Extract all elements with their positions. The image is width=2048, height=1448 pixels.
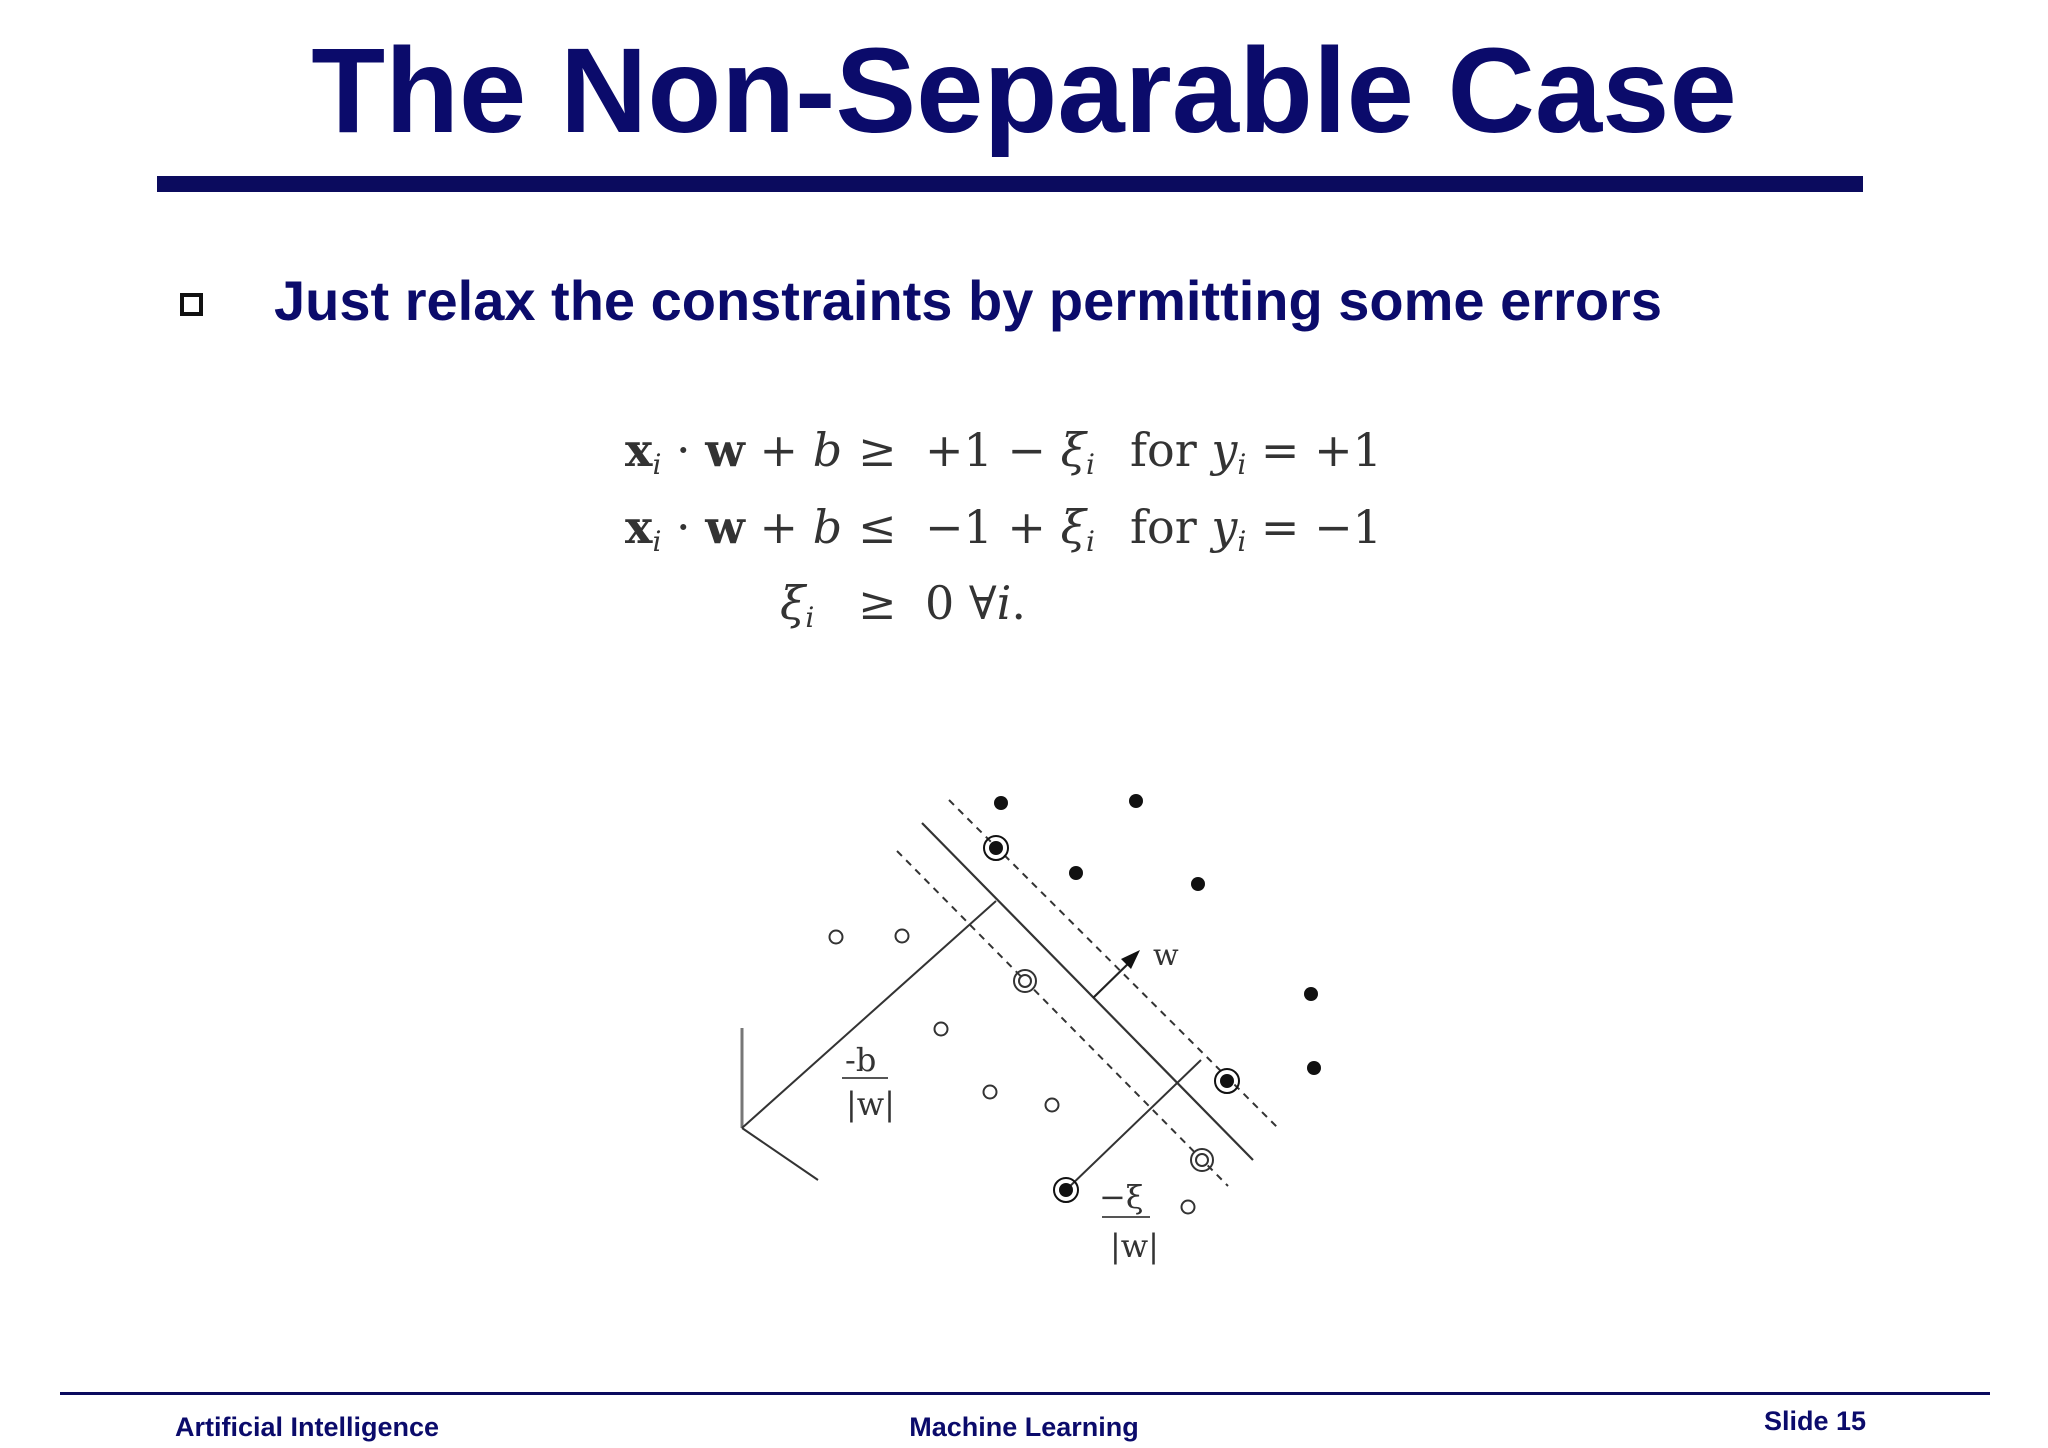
equation-line-2: xi · w + b	[625, 500, 843, 558]
w-label: w	[1153, 938, 1179, 973]
equation-rhs-3: 0 ∀i.	[925, 576, 1026, 630]
negative-point	[894, 928, 910, 944]
diagonal-axis	[741, 1127, 819, 1181]
xi-denominator: |w|	[1110, 1227, 1159, 1265]
footer-course: Artificial Intelligence	[175, 1412, 440, 1442]
slide-title: The Non-Separable Case	[311, 22, 1737, 158]
equation-relation-3: ≥	[858, 576, 897, 630]
equation-rhs-1: +1 − ξi	[925, 423, 1095, 481]
footer-divider	[60, 1392, 1990, 1395]
slide-number: Slide 15	[1763, 1406, 1866, 1436]
bullet-square-icon	[180, 293, 203, 316]
positive-point	[1191, 877, 1205, 891]
title-divider	[157, 176, 1863, 192]
bullet-text: Just relax the constraints by permitting…	[274, 269, 1662, 332]
positive-point	[1069, 866, 1083, 880]
positive-point	[994, 796, 1008, 810]
equation-relation-2: ≤	[858, 500, 897, 554]
equation-condition-2: for yi = −1	[1130, 500, 1382, 558]
negative-point	[828, 929, 844, 945]
equation-line-1: xi · w + b	[625, 423, 843, 481]
negative-support-vector	[1018, 974, 1032, 988]
negative-point	[982, 1084, 998, 1100]
positive-support-vector	[989, 841, 1003, 855]
decision-boundary	[921, 822, 1254, 1161]
negative-point	[1180, 1199, 1196, 1215]
lower-margin	[896, 850, 1229, 1187]
negative-point	[933, 1021, 949, 1037]
footer-topic: Machine Learning	[909, 1412, 1139, 1442]
equation-condition-1: for yi = +1	[1130, 423, 1382, 481]
w-arrowhead-icon	[1121, 950, 1140, 969]
slack-line	[1065, 1059, 1202, 1191]
b-denominator: |w|	[846, 1085, 895, 1123]
negative-support-vector	[1195, 1153, 1209, 1167]
equation-line-3: ξi	[780, 576, 815, 634]
negative-point	[1044, 1097, 1060, 1113]
xi-numerator: −ξ	[1099, 1178, 1143, 1216]
positive-point	[1304, 987, 1318, 1001]
positive-support-vector	[1220, 1074, 1234, 1088]
b-numerator: -b	[845, 1041, 876, 1079]
equation-relation-1: ≥	[858, 423, 897, 477]
positive-error-point	[1059, 1183, 1073, 1197]
equation-rhs-2: −1 + ξi	[925, 500, 1095, 558]
positive-point	[1129, 794, 1143, 808]
svm-margin-diagram: w -b |w| −ξ |w|	[740, 794, 1321, 1265]
offset-line	[741, 900, 997, 1129]
positive-point	[1307, 1061, 1321, 1075]
